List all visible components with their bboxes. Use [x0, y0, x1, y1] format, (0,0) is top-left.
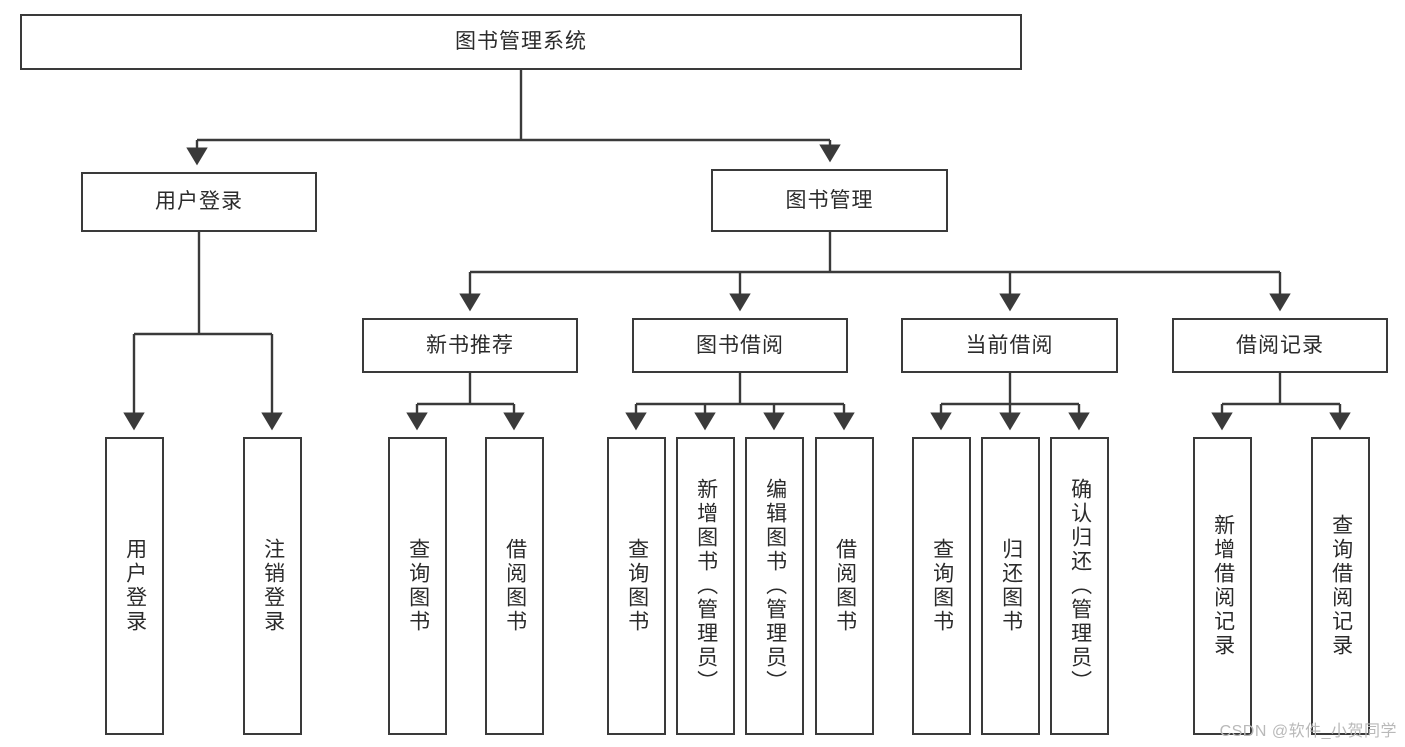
- leaf-borrow-record-query-record[interactable]: 查询借阅记录: [1311, 437, 1370, 735]
- node-label: 图书管理系统: [455, 30, 587, 54]
- node-root-book-management-system[interactable]: 图书管理系统: [20, 14, 1022, 70]
- leaf-book-borrow-add-book-admin[interactable]: 新增图书（管理员）: [676, 437, 735, 735]
- node-label: 确认归还（管理员）: [1068, 478, 1092, 694]
- leaf-new-book-borrow-book[interactable]: 借阅图书: [485, 437, 544, 735]
- node-label: 用户登录: [155, 190, 243, 214]
- node-label: 借阅图书: [833, 538, 857, 634]
- leaf-book-borrow-borrow-book[interactable]: 借阅图书: [815, 437, 874, 735]
- leaf-borrow-record-add-record[interactable]: 新增借阅记录: [1193, 437, 1252, 735]
- node-label: 当前借阅: [965, 333, 1054, 357]
- node-label: 查询图书: [625, 538, 649, 634]
- node-label: 新书推荐: [426, 333, 514, 357]
- leaf-new-book-query-book[interactable]: 查询图书: [388, 437, 447, 735]
- leaf-current-borrow-query-book[interactable]: 查询图书: [912, 437, 971, 735]
- node-label: 新增图书（管理员）: [694, 478, 718, 694]
- leaf-book-borrow-query-book[interactable]: 查询图书: [607, 437, 666, 735]
- node-book-management[interactable]: 图书管理: [711, 169, 948, 232]
- node-current-borrow[interactable]: 当前借阅: [901, 318, 1118, 373]
- node-label: 编辑图书（管理员）: [763, 478, 787, 694]
- node-label: 新增借阅记录: [1211, 514, 1235, 658]
- node-label: 图书管理: [785, 188, 874, 212]
- node-book-borrow[interactable]: 图书借阅: [632, 318, 848, 373]
- node-label: 查询图书: [406, 538, 430, 634]
- node-label: 注销登录: [261, 538, 285, 634]
- node-borrow-record[interactable]: 借阅记录: [1172, 318, 1388, 373]
- node-label: 用户登录: [123, 538, 147, 634]
- node-label: 借阅图书: [503, 538, 527, 634]
- watermark-text: CSDN @软件_小贺同学: [1219, 723, 1397, 740]
- node-label: 查询借阅记录: [1329, 514, 1353, 658]
- node-user-login[interactable]: 用户登录: [81, 172, 317, 232]
- node-label: 图书借阅: [696, 333, 784, 357]
- leaf-user-login-logout[interactable]: 注销登录: [243, 437, 302, 735]
- node-label: 借阅记录: [1236, 333, 1324, 357]
- leaf-user-login-login[interactable]: 用户登录: [105, 437, 164, 735]
- leaf-book-borrow-edit-book-admin[interactable]: 编辑图书（管理员）: [745, 437, 804, 735]
- leaf-current-borrow-return-book[interactable]: 归还图书: [981, 437, 1040, 735]
- node-new-book-recommend[interactable]: 新书推荐: [362, 318, 578, 373]
- leaf-current-borrow-confirm-return-admin[interactable]: 确认归还（管理员）: [1050, 437, 1109, 735]
- node-label: 查询图书: [930, 538, 954, 634]
- node-label: 归还图书: [999, 538, 1023, 634]
